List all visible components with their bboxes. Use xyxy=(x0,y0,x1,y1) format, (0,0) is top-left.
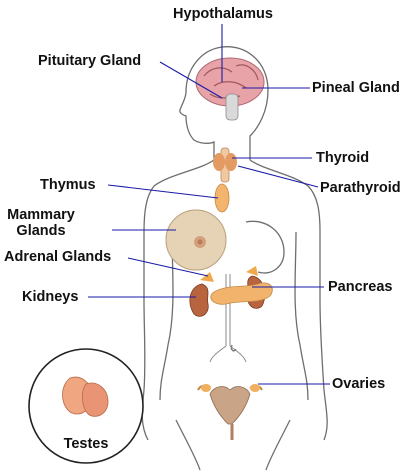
label-mammary-line2: Glands xyxy=(16,223,66,239)
label-mammary-glands: Mammary Glands xyxy=(6,207,76,239)
pancreas-illustration xyxy=(210,282,273,305)
label-testes: Testes xyxy=(63,436,109,452)
label-parathyroid: Parathyroid xyxy=(320,180,401,196)
label-kidneys: Kidneys xyxy=(22,289,79,305)
label-ovaries: Ovaries xyxy=(332,376,386,392)
label-adrenal-glands: Adrenal Glands xyxy=(4,249,112,265)
testes-inset xyxy=(28,348,144,464)
brain-illustration xyxy=(195,57,265,121)
uterus-ovaries-illustration xyxy=(197,384,263,440)
leader-thymus xyxy=(107,184,219,199)
vessels-illustration xyxy=(209,274,247,363)
adrenal-glands-illustration xyxy=(200,266,258,282)
body-outline xyxy=(141,46,328,471)
leader-adrenal xyxy=(127,257,209,277)
thyroid-illustration xyxy=(213,147,237,183)
label-thymus: Thymus xyxy=(40,177,96,193)
label-pineal-gland: Pineal Gland xyxy=(312,80,400,96)
leader-parathyroid xyxy=(237,165,319,188)
label-thyroid: Thyroid xyxy=(316,150,370,166)
mammary-gland-illustration xyxy=(165,209,227,271)
label-mammary-line1: Mammary xyxy=(7,207,75,223)
label-pituitary-gland: Pituitary Gland xyxy=(38,53,142,69)
leader-lines xyxy=(88,24,330,385)
leader-pituitary xyxy=(159,61,223,99)
label-pancreas: Pancreas xyxy=(328,279,393,295)
label-hypothalamus: Hypothalamus xyxy=(173,6,273,22)
